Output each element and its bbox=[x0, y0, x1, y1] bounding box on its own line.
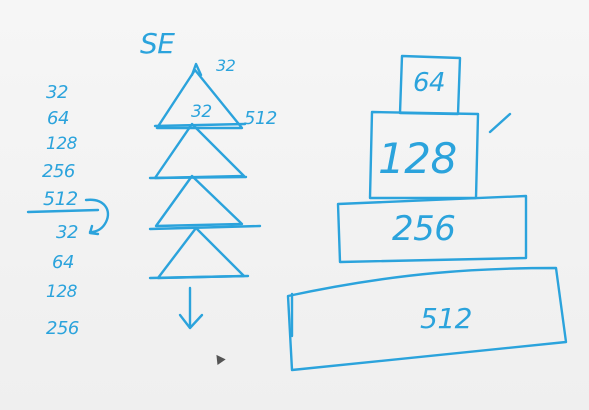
list-divider-line bbox=[26, 208, 100, 214]
tree-triangle-1 bbox=[155, 68, 244, 130]
tree-down-arrow-head bbox=[178, 313, 204, 330]
list-repeat-64: 64 bbox=[52, 252, 74, 273]
pyramid-label-256: 256 bbox=[392, 209, 456, 249]
list-value-512: 512 bbox=[43, 188, 78, 210]
pyramid-block-256 bbox=[336, 194, 528, 264]
list-loop-arrowhead bbox=[88, 224, 100, 236]
tree-triangle-3 bbox=[154, 174, 244, 228]
pyramid-label-128: 128 bbox=[378, 134, 457, 183]
tree-side-label: 512 bbox=[244, 108, 277, 129]
list-value-256: 256 bbox=[42, 161, 75, 182]
pyramid-block-512 bbox=[286, 266, 568, 372]
pyramid-label-64: 64 bbox=[413, 68, 446, 98]
tree-triangle-4 bbox=[156, 226, 246, 280]
tree-top-label: 32 bbox=[216, 56, 236, 75]
list-value-32: 32 bbox=[46, 82, 68, 103]
list-value-64: 64 bbox=[47, 108, 69, 129]
pyramid-label-512: 512 bbox=[420, 302, 472, 335]
list-repeat-128: 128 bbox=[46, 282, 77, 302]
list-repeat-32: 32 bbox=[56, 222, 78, 243]
list-loop-arrow bbox=[84, 198, 110, 234]
list-repeat-256: 256 bbox=[46, 318, 79, 339]
tree-inner-label: 32 bbox=[191, 102, 212, 122]
tree-triangle-2 bbox=[153, 122, 246, 180]
list-value-128: 128 bbox=[46, 134, 77, 154]
tree-title: SE bbox=[140, 27, 175, 60]
